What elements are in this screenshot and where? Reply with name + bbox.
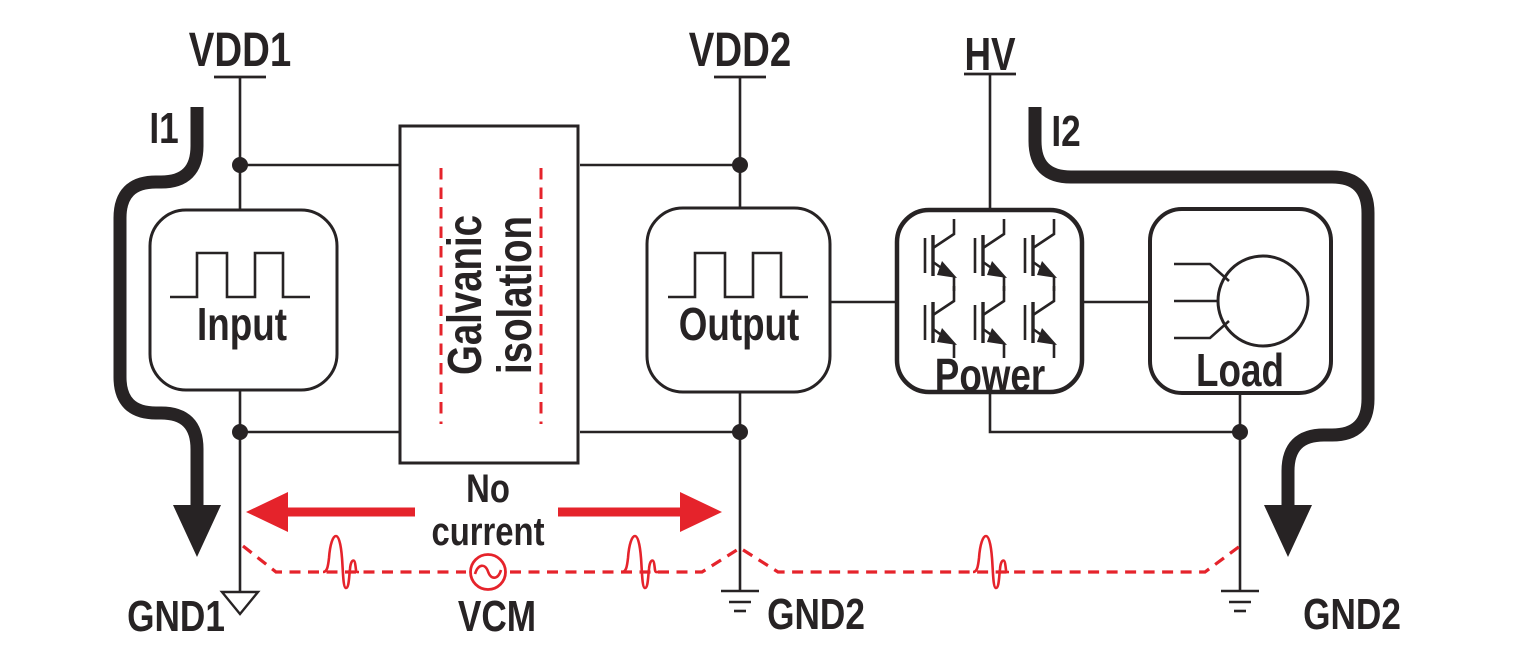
no-current-label-line1: No	[466, 467, 510, 511]
junction-dot	[732, 424, 748, 440]
square-wave-icon	[668, 251, 808, 299]
vcm-label: VCM	[457, 592, 537, 641]
earth-ground-icon	[1221, 589, 1259, 613]
no-current-label-line2: current	[431, 510, 545, 554]
junction-dot	[1232, 424, 1248, 440]
i1-current-loop-arrow	[113, 107, 221, 557]
galvanic-isolation-block-outline	[398, 124, 580, 465]
transient-spike-icon	[972, 534, 1010, 590]
motor-icon	[1174, 254, 1310, 348]
hv-label: HV	[964, 28, 1016, 80]
circuit-wires	[214, 72, 1242, 592]
vdd1-label: VDD1	[188, 24, 292, 77]
power-block-outline	[894, 207, 1085, 395]
vcm-dash-right	[510, 544, 1241, 574]
gnd1-label: GND1	[127, 592, 225, 641]
output-block-label: Output	[678, 298, 800, 350]
motor-lead-bottom	[1174, 320, 1230, 340]
motor-lead-top	[1174, 262, 1230, 282]
galvanic-isolation-label: Galvanic isolation	[439, 214, 542, 376]
i1-loop-path	[113, 107, 204, 508]
motor-circle	[1216, 254, 1310, 348]
i2-loop-path	[1028, 107, 1375, 508]
i2-arrowhead	[1264, 505, 1312, 557]
junction-dot	[732, 157, 748, 173]
no-current-arrow-right	[558, 492, 722, 532]
i1-label: I1	[149, 104, 179, 153]
common-mode-dashed-path	[242, 534, 1241, 591]
gnd2-right-label: GND2	[1303, 590, 1401, 639]
no-current-label: No current	[431, 468, 544, 554]
output-block-outline	[645, 206, 832, 394]
vcm-dash-left	[242, 544, 466, 574]
galvanic-isolation-label-line1: Galvanic	[439, 214, 492, 376]
load-block-label: Load	[1196, 344, 1284, 396]
isolation-barrier-dashes	[439, 168, 543, 424]
signal-ground-icon	[219, 590, 261, 616]
gnd2-mid-label: GND2	[767, 590, 865, 639]
vdd2-label: VDD2	[688, 24, 792, 77]
transient-spike-icon	[322, 534, 360, 590]
galvanic-isolation-label-line2: isolation	[489, 216, 542, 374]
i2-label: I2	[1051, 107, 1081, 156]
transient-spike-icon	[621, 534, 659, 590]
no-current-arrow	[246, 492, 722, 532]
square-wave-icon	[170, 251, 310, 299]
earth-ground-icon	[721, 589, 759, 613]
i1-arrowhead	[173, 505, 221, 557]
ac-source-sine	[473, 564, 503, 579]
power-block-label: Power	[934, 349, 1046, 401]
junction-dots	[232, 157, 1248, 440]
input-block-label: Input	[197, 298, 287, 350]
junction-dot	[232, 157, 248, 173]
power-gnd2-wire	[988, 392, 1240, 434]
junction-dot	[232, 424, 248, 440]
no-current-arrow-left	[246, 492, 415, 532]
i2-current-loop-arrow	[1028, 107, 1375, 557]
